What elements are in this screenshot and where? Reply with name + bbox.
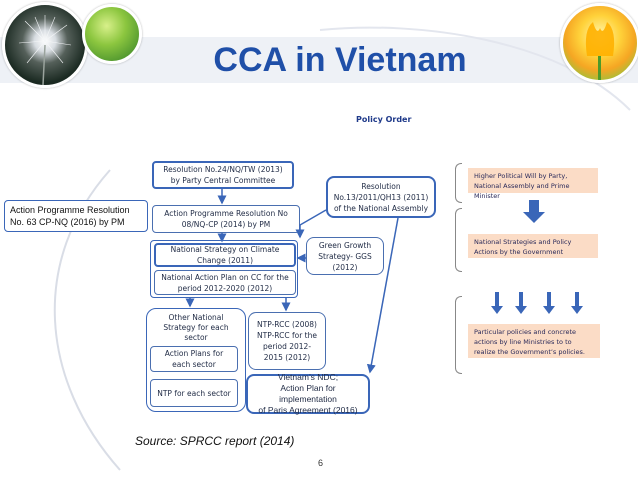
green-growth-line1: Green Growth xyxy=(318,240,372,250)
ndc-line2: Action Plan for implementation xyxy=(279,383,337,404)
action-programme-line1: Action Programme Resolution No xyxy=(164,209,288,218)
action-plans-line1: Action Plans for xyxy=(164,349,224,358)
ndc-line1: Vietnam’s NDC; xyxy=(277,372,339,382)
ndc-line3: of Paris Agreement (2016) xyxy=(258,405,358,415)
resolution-13-box: Resolution No.13/2011/QH13 (2011) of the… xyxy=(326,176,436,218)
dandelion-photo xyxy=(2,2,88,88)
action-plans-sector-box: Action Plans for each sector xyxy=(150,346,238,372)
side-box-line2: No. 63 CP-NQ (2016) by PM xyxy=(10,217,125,227)
resolution-13-line2: No.13/2011/QH13 (2011) xyxy=(333,192,429,202)
source-caption: Source: SPRCC report (2014) xyxy=(135,434,295,448)
other-national-line2: Strategy for each xyxy=(163,323,229,332)
resolution-24-box: Resolution No.24/NQ/TW (2013) by Party C… xyxy=(152,161,294,189)
dandelion-icon xyxy=(18,15,72,85)
brace-middle xyxy=(455,208,462,272)
national-action-plan-line2: period 2012-2020 (2012) xyxy=(177,283,273,293)
ntp-rcc-line3: period 2012- xyxy=(262,342,312,351)
note-particular-policies: Particular policies and concrete actions… xyxy=(468,324,600,358)
resolution-24-line2: by Party Central Committee xyxy=(170,176,276,185)
tulip-icon xyxy=(585,22,615,80)
national-action-plan-box: National Action Plan on CC for the perio… xyxy=(154,270,296,295)
page-number: 6 xyxy=(318,458,324,468)
green-leaf-photo xyxy=(82,4,142,64)
other-national-line3: sector xyxy=(184,333,208,342)
action-programme-line2: 08/NQ-CP (2014) by PM xyxy=(181,220,271,229)
other-national-strategy-box: Other National Strategy for each sector xyxy=(156,313,236,343)
ntp-rcc-line1: NTP-RCC (2008) xyxy=(257,320,317,329)
action-programme-08-box: Action Programme Resolution No 08/NQ-CP … xyxy=(152,205,300,233)
brace-bottom xyxy=(455,296,462,374)
ntp-rcc-line4: 2015 (2012) xyxy=(263,353,311,362)
green-growth-line2: Strategy- GGS xyxy=(318,251,372,261)
green-growth-box: Green Growth Strategy- GGS (2012) xyxy=(306,237,384,275)
ntp-sector-line1: NTP for each sector xyxy=(157,388,231,398)
national-strategy-line2: Change (2011) xyxy=(196,256,254,265)
note-higher-political-will: Higher Political Will by Party, National… xyxy=(468,168,598,200)
action-programme-63-box: Action Programme Resolution No. 63 CP-NQ… xyxy=(4,200,148,232)
brace-top xyxy=(455,163,462,203)
ntp-rcc-box: NTP-RCC (2008) NTP-RCC for the period 20… xyxy=(248,312,326,370)
note-national-strategies: National Strategies and Policy Actions b… xyxy=(468,234,598,258)
green-growth-line3: (2012) xyxy=(332,262,358,272)
slide-title: CCA in Vietnam xyxy=(213,41,467,79)
ntp-rcc-line2: NTP-RCC for the xyxy=(257,331,317,340)
other-national-line1: Other National xyxy=(168,313,224,322)
action-plans-line2: each sector xyxy=(172,360,216,369)
national-strategy-box: National Strategy on Climate Change (201… xyxy=(154,243,296,267)
national-action-plan-line1: National Action Plan on CC for the xyxy=(161,272,289,282)
ntp-sector-box: NTP for each sector xyxy=(150,379,238,407)
policy-order-label: Policy Order xyxy=(356,115,412,124)
national-strategy-line1: National Strategy on Climate xyxy=(170,245,280,254)
vietnam-ndc-box: Vietnam’s NDC; Action Plan for implement… xyxy=(246,372,370,415)
tulip-photo xyxy=(560,3,638,83)
resolution-13-line1: Resolution xyxy=(361,181,401,191)
resolution-13-line3: of the National Assembly xyxy=(333,203,429,213)
side-box-line1: Action Programme Resolution xyxy=(10,205,130,215)
resolution-24-line1: Resolution No.24/NQ/TW (2013) xyxy=(163,165,283,174)
